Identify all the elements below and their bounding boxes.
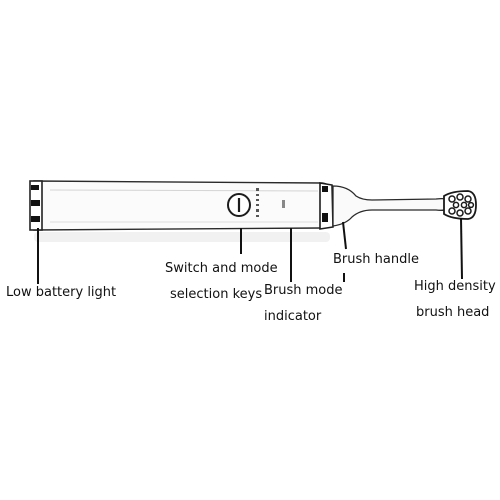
label-high-density-line2: brush head xyxy=(416,305,490,320)
handle-highlight xyxy=(49,189,319,192)
battery-light-mark-middle xyxy=(31,200,40,206)
battery-light-mark-top xyxy=(31,185,39,190)
label-high-density-line1: High density xyxy=(414,279,496,294)
brush-neck xyxy=(332,185,449,227)
callout-line-brush-head xyxy=(460,217,463,280)
label-switch-and-mode-line2: selection keys xyxy=(170,287,263,302)
label-switch-and-mode-line1: Switch and mode xyxy=(165,261,278,276)
toothbrush-handle-body xyxy=(33,180,331,231)
bristle-tufts xyxy=(448,193,475,217)
callout-line-brush-handle xyxy=(342,221,347,250)
brush-mode-indicator xyxy=(256,188,259,217)
label-brush-handle: Brush handle xyxy=(333,252,419,267)
label-brush-mode-line1: Brush mode xyxy=(264,283,343,298)
label-brush-mode-line2: indicator xyxy=(264,309,322,324)
collar-notch-top xyxy=(322,186,328,192)
handle-reflection xyxy=(34,232,330,242)
label-low-battery-light: Low battery light xyxy=(6,285,117,300)
brand-mark xyxy=(282,200,285,208)
collar-notch-bottom xyxy=(322,213,328,222)
battery-light-mark-bottom xyxy=(31,216,40,222)
